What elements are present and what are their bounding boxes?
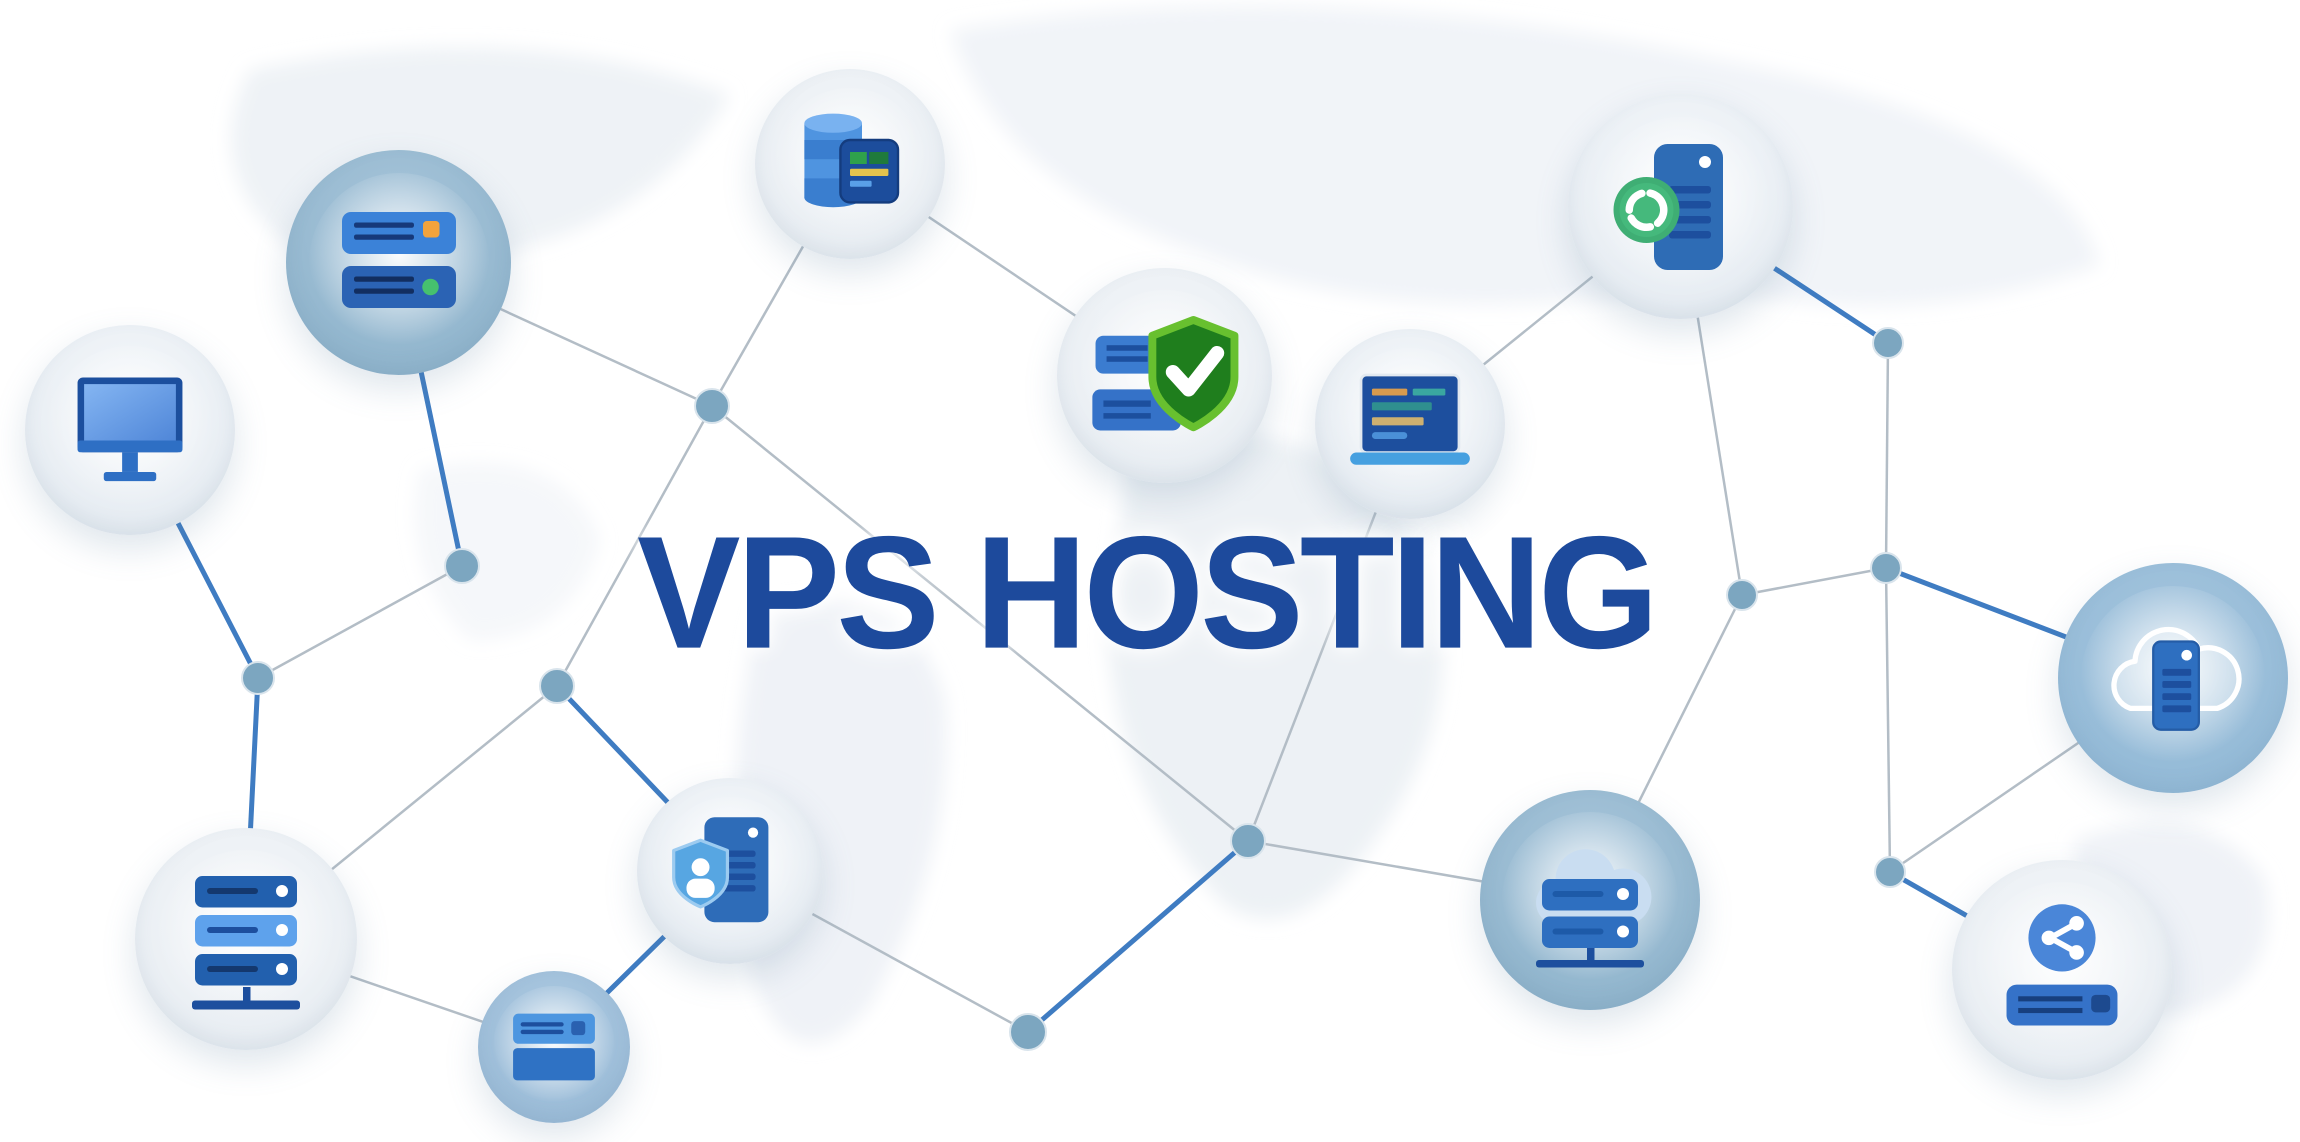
dual-server-icon [341, 211, 456, 308]
junction-dot [1874, 856, 1906, 888]
node-glow [493, 986, 615, 1108]
node-cloud-rack [1480, 790, 1700, 1010]
page-title: VPS HOSTING [636, 502, 1659, 682]
junction-dot [1726, 579, 1758, 611]
node-laptop-terminal [1315, 329, 1505, 519]
node-secure-server [637, 778, 823, 964]
cloud-rack-icon [1536, 849, 1652, 968]
server-sync-icon [1613, 143, 1723, 270]
share-server-icon [2006, 904, 2118, 1026]
monitor-icon [77, 377, 183, 482]
node-protected-servers [1057, 268, 1272, 483]
node-glow [308, 172, 489, 353]
junction-dot [539, 668, 575, 704]
junction-dot [1870, 552, 1902, 584]
junction-dot [1872, 327, 1904, 359]
secure-server-icon [672, 817, 769, 923]
node-share-server [1952, 860, 2172, 1080]
shield-check-icon [1091, 315, 1238, 431]
node-cloud-server [2058, 563, 2288, 793]
node-mini-server [478, 971, 630, 1123]
cloud-server-icon [2111, 626, 2242, 731]
junction-dot [444, 548, 480, 584]
junction-dots [241, 327, 1906, 1051]
laptop-code-icon [1350, 373, 1470, 465]
database-server-icon [804, 113, 900, 208]
server-rack-icon [192, 876, 300, 1010]
node-database-server [755, 69, 945, 259]
mini-server-icon [513, 1013, 595, 1081]
junction-dot [241, 661, 275, 695]
junction-dot [1230, 823, 1266, 859]
node-server-sync [1568, 94, 1793, 319]
node-server-rack [135, 828, 357, 1050]
node-server-pair [286, 150, 511, 375]
junction-dot [1009, 1013, 1047, 1051]
junction-dot [694, 388, 730, 424]
node-desktop-monitor [25, 325, 235, 535]
